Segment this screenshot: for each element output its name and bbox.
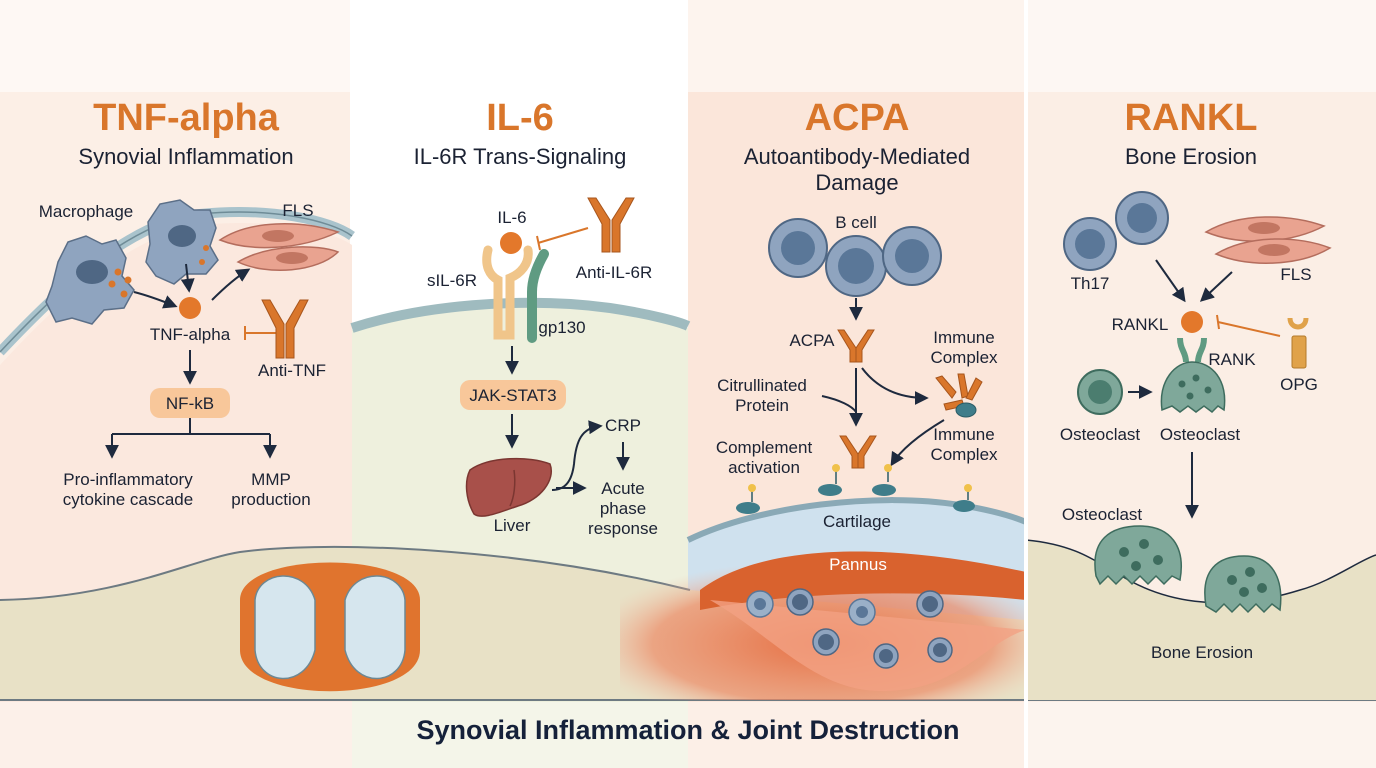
label-protein: Protein — [735, 396, 789, 415]
label-pro-inflammatory: Pro-inflammatory — [63, 470, 193, 489]
il6-molecule-icon — [500, 232, 522, 254]
label-acute: Acute — [601, 479, 644, 498]
fls-cells-icon-2 — [1204, 216, 1332, 264]
label-fls: FLS — [282, 201, 313, 220]
label-immune-complex-1b: Complex — [930, 348, 998, 367]
title-tnf: TNF-alpha — [93, 97, 280, 139]
label-cytokine-cascade: cytokine cascade — [63, 490, 193, 509]
label-bone-erosion: Bone Erosion — [1151, 643, 1253, 662]
complement-proteins-icon — [736, 464, 975, 514]
tnf-alpha-molecule-icon — [179, 297, 201, 319]
subtitle-acpa-line2: Damage — [815, 170, 898, 195]
label-activation: activation — [728, 458, 800, 477]
label-anti-il6r: Anti-IL-6R — [576, 263, 653, 282]
anti-tnf-antibody-icon — [261, 299, 309, 359]
bound-acpa-icon — [839, 435, 877, 469]
label-rank: RANK — [1208, 350, 1256, 369]
sil6r-receptor-icon — [482, 245, 533, 340]
label-th17: Th17 — [1071, 274, 1110, 293]
label-anti-tnf: Anti-TNF — [258, 361, 326, 380]
label-nfkb: NF-kB — [166, 394, 214, 413]
subtitle-rankl: Bone Erosion — [1125, 144, 1257, 169]
gp130-receptor-icon — [527, 249, 549, 343]
immune-complex-icon — [935, 373, 983, 418]
pannus-cells-icon — [746, 588, 953, 669]
label-mmp-production: production — [231, 490, 310, 509]
osteoclast-precursor-icon — [1077, 369, 1123, 415]
liver-organ-icon — [465, 457, 552, 517]
acpa-antibody-icon — [837, 329, 875, 363]
label-crp: CRP — [605, 416, 641, 435]
anti-il6r-antibody-icon — [587, 197, 635, 253]
rankl-molecule-icon — [1181, 311, 1203, 333]
label-jak-stat3: JAK-STAT3 — [469, 386, 556, 405]
label-liver: Liver — [494, 516, 531, 535]
b-cell-icon — [768, 218, 942, 297]
osteoclast-resorbing-icons — [1094, 525, 1282, 614]
title-acpa: ACPA — [805, 97, 910, 139]
cytokine-dots-icon — [108, 245, 209, 298]
label-immune-complex-1a: Immune — [933, 328, 994, 347]
macrophage-cell-icon — [45, 235, 135, 325]
label-rankl: RANKL — [1112, 315, 1169, 334]
label-acpa: ACPA — [789, 331, 835, 350]
label-response: response — [588, 519, 658, 538]
label-phase: phase — [600, 499, 646, 518]
label-tnf-alpha: TNF-alpha — [150, 325, 231, 344]
fls-cells-icon — [218, 223, 341, 271]
label-cartilage: Cartilage — [823, 512, 891, 531]
subtitle-acpa-line1: Autoantibody-Mediated — [744, 144, 970, 169]
label-il6-molecule: IL-6 — [497, 208, 526, 227]
label-gp130: gp130 — [538, 318, 585, 337]
label-mmp: MMP — [251, 470, 291, 489]
label-immune-complex-2b: Complex — [930, 445, 998, 464]
subtitle-il6: IL-6R Trans-Signaling — [414, 144, 627, 169]
pannus-band — [700, 551, 1026, 610]
macrophage-cell-icon-2 — [145, 199, 219, 285]
label-osteoclast-b: Osteoclast — [1160, 425, 1241, 444]
title-il6: IL-6 — [486, 97, 554, 139]
label-pannus: Pannus — [829, 555, 887, 574]
label-immune-complex-2a: Immune — [933, 425, 994, 444]
label-osteoclast-c: Osteoclast — [1062, 505, 1143, 524]
rank-receptor-icon — [1177, 337, 1207, 363]
subtitle-tnf: Synovial Inflammation — [78, 144, 293, 169]
label-osteoclast-a: Osteoclast — [1060, 425, 1141, 444]
label-citrullinated: Citrullinated — [717, 376, 807, 395]
label-b-cell: B cell — [835, 213, 877, 232]
th17-cells-icon — [1063, 191, 1169, 271]
label-complement: Complement — [716, 438, 813, 457]
label-opg: OPG — [1280, 375, 1318, 394]
title-rankl: RANKL — [1125, 97, 1258, 139]
label-sil6r: sIL-6R — [427, 271, 477, 290]
label-macrophage: Macrophage — [39, 202, 134, 221]
nfkb-box — [150, 388, 230, 418]
jak-stat3-box — [460, 380, 566, 410]
label-fls-2: FLS — [1280, 265, 1311, 284]
footer-title: Synovial Inflammation & Joint Destructio… — [416, 715, 959, 745]
opg-decoy-receptor-icon — [1287, 317, 1309, 369]
osteoclast-cell-icon — [1160, 361, 1226, 413]
